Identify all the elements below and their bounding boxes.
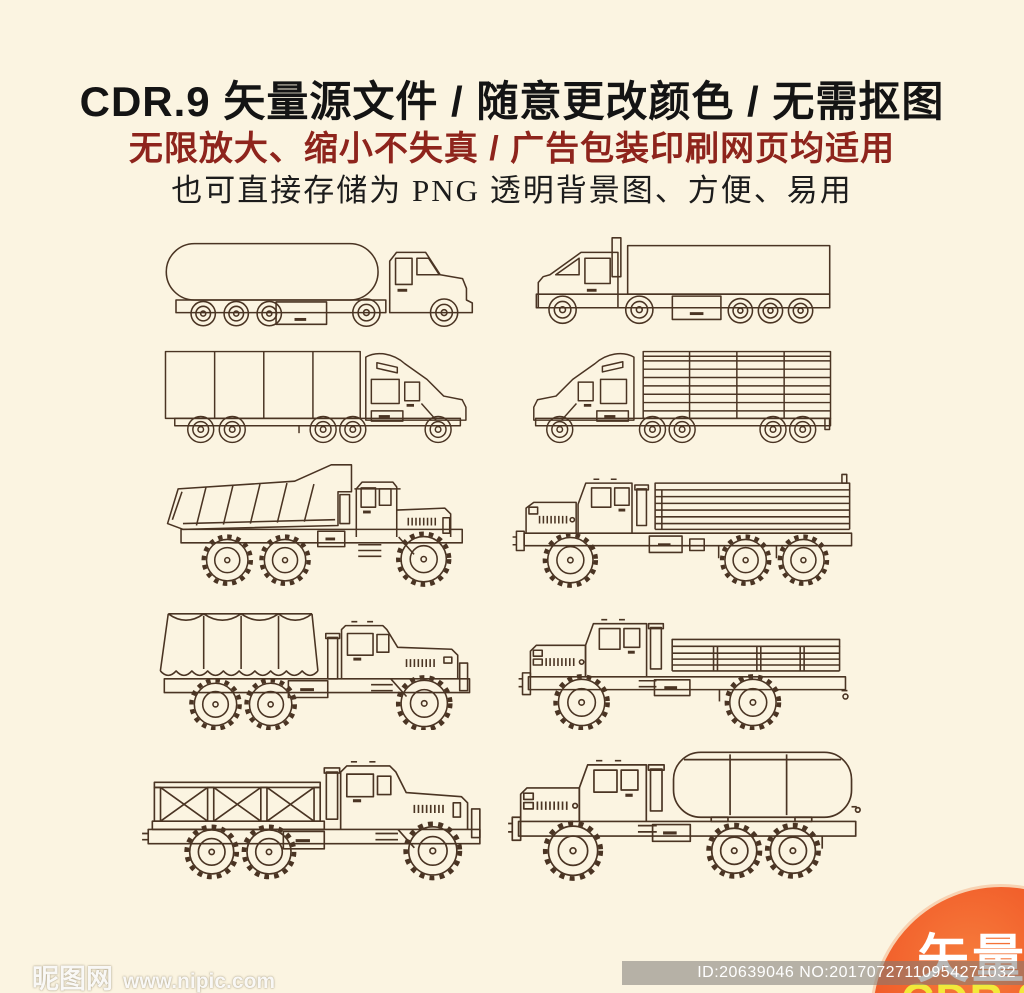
image-id-bar: ID:20639046 NO:20170727110954271032 xyxy=(622,961,1024,985)
truck-slatted-trailer-semi xyxy=(506,346,862,448)
truck-gallery xyxy=(138,232,862,882)
watermark-site-name: 昵图网 xyxy=(32,964,113,993)
truck-dump xyxy=(138,460,486,590)
truck-illustration-tanker-semi xyxy=(165,242,474,328)
truck-illustration-box-semi xyxy=(535,237,831,325)
truck-illustration-military-long-bed xyxy=(512,473,853,590)
site-watermark: 昵图网 www.nipic.com xyxy=(32,957,275,993)
truck-military-tanker xyxy=(506,742,862,882)
truck-panel-box xyxy=(138,346,486,448)
truck-box-trailer-semi xyxy=(506,232,862,334)
headline-line1: CDR.9 矢量源文件 / 随意更改颜色 / 无需抠图 xyxy=(79,78,945,125)
truck-illustration-slatted-semi xyxy=(533,350,832,444)
watermark-site-url: www.nipic.com xyxy=(123,970,276,993)
watermark-site-name-clipped: 昵图网 xyxy=(32,989,113,993)
truck-illustration-dump xyxy=(166,464,463,590)
site-watermark-clipped: 昵图网 xyxy=(32,989,113,993)
truck-canvas-covered xyxy=(138,602,486,730)
truck-military-long-bed xyxy=(506,460,862,590)
truck-fuel-tanker-semi xyxy=(138,232,486,334)
truck-illustration-panel-box xyxy=(164,350,467,444)
truck-illustration-canvas-covered xyxy=(159,613,471,730)
truck-cross-stake xyxy=(138,742,486,882)
headline-line3: 也可直接存储为 PNG 透明背景图、方便、易用 xyxy=(171,173,853,208)
truck-military-flatbed xyxy=(506,602,862,730)
truck-illustration-military-tanker xyxy=(508,751,861,882)
headline-line2: 无限放大、缩小不失真 / 广告包装印刷网页均适用 xyxy=(128,130,896,168)
truck-illustration-military-flatbed xyxy=(518,618,849,730)
truck-illustration-cross-stake xyxy=(142,761,481,882)
